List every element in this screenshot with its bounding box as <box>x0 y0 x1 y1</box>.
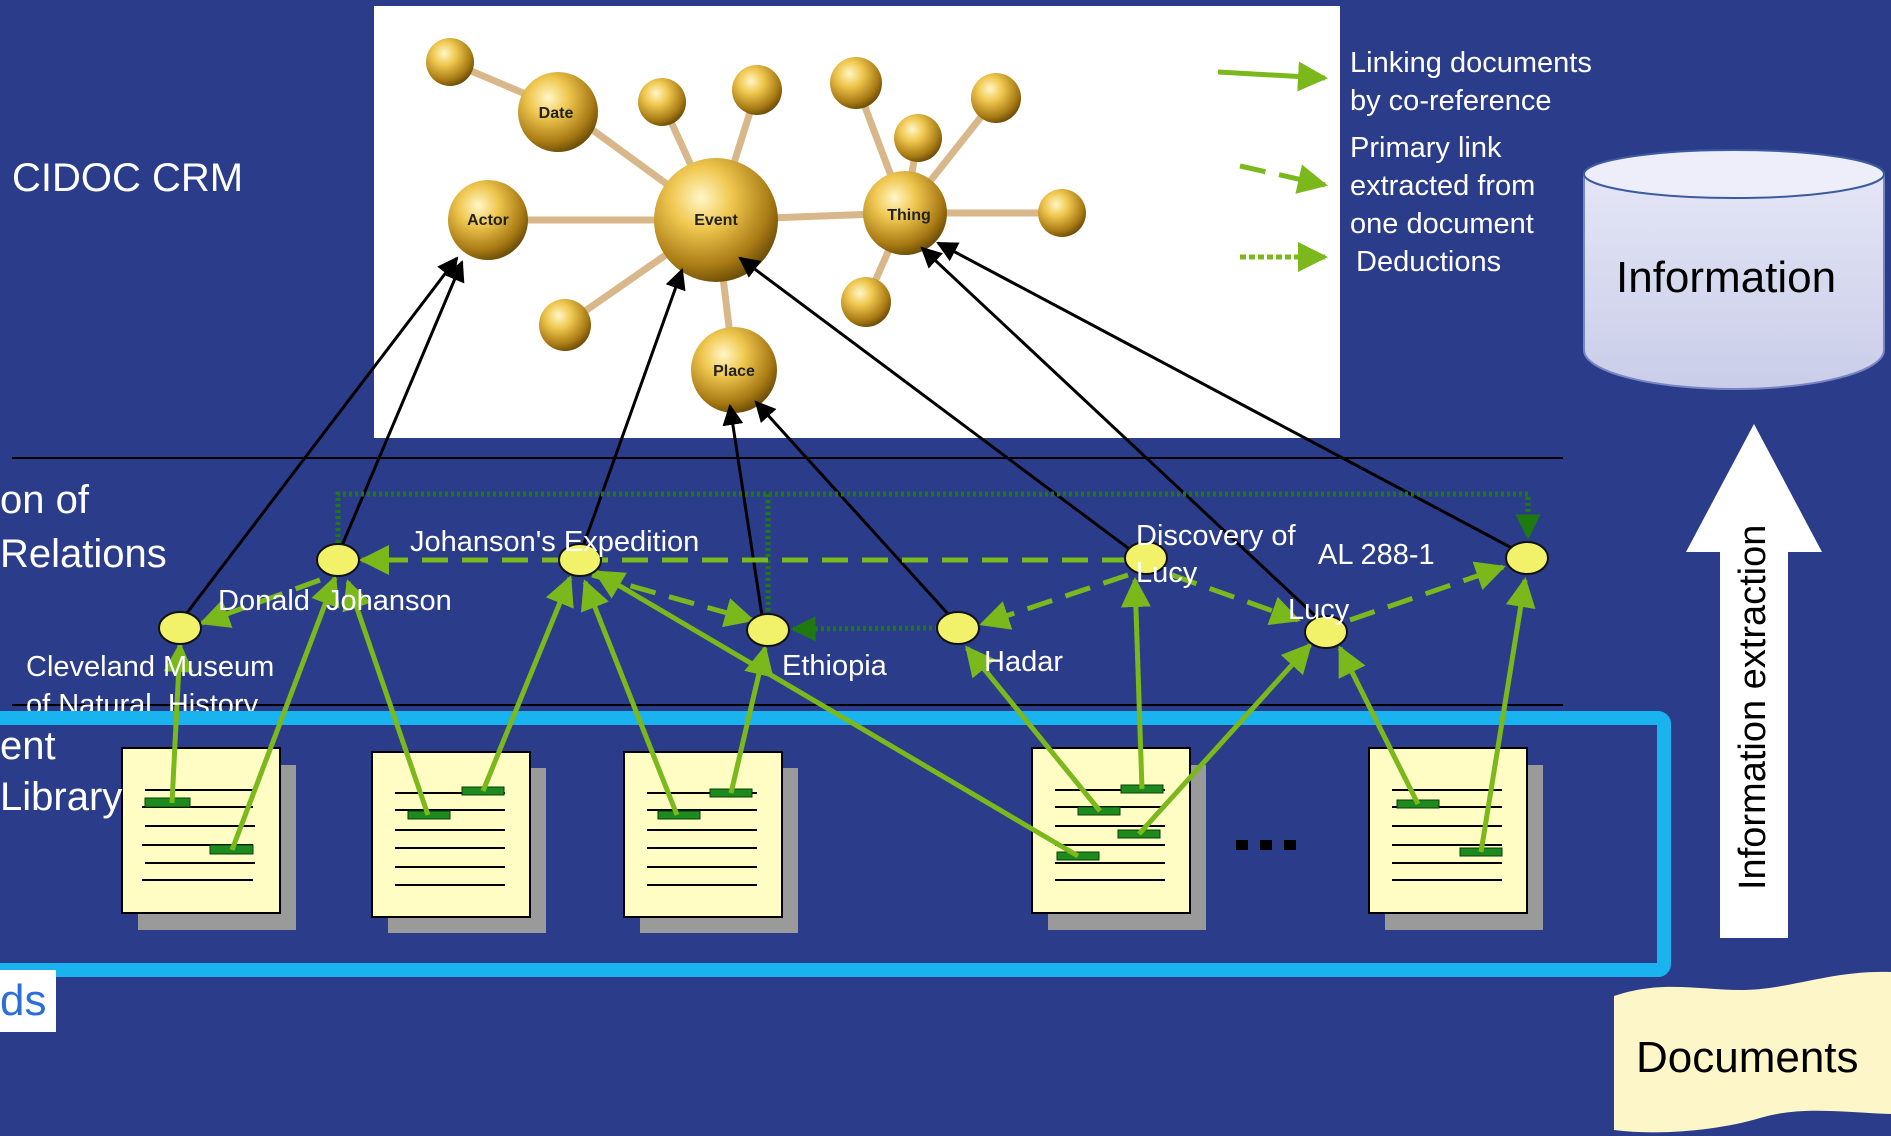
relations-layer-label-line2: Relations <box>0 532 167 576</box>
documents-label: Documents <box>1636 1033 1859 1082</box>
legend-primary-line3: one document <box>1350 208 1534 240</box>
information-extraction-label: Information extraction <box>1732 524 1774 890</box>
entity-nodes <box>158 541 1549 649</box>
crm-node-label-actor: Actor <box>467 212 509 229</box>
crm-node-label-event: Event <box>694 212 738 229</box>
library-layer-label-line1: ent <box>0 724 56 768</box>
bottom-tag: ds <box>0 970 57 1032</box>
document-icon <box>623 751 798 933</box>
crm-leaf-ball <box>830 57 882 109</box>
legend-deductions: Deductions <box>1356 246 1502 278</box>
legend-primary-line2: extracted from <box>1350 170 1536 202</box>
entity-label-johansons-expedition: Johanson's Expedition <box>410 526 700 558</box>
crm-thing-ball <box>863 171 947 255</box>
crm-layer-label: CIDOC CRM <box>12 156 244 200</box>
entity-label-discovery-line2: Lucy <box>1136 557 1198 589</box>
crm-leaf-ball <box>426 38 474 86</box>
node-discovery-of-lucy <box>1124 541 1168 575</box>
entity-label-cleveland-line2: of Natural History <box>26 691 259 711</box>
legend-arrows <box>1217 61 1328 272</box>
crm-leaf-ball <box>638 78 686 126</box>
node-donald-johanson <box>316 543 360 577</box>
entity-label-al-288-1: AL 288-1 <box>1318 539 1435 571</box>
coreference-links <box>163 569 1536 859</box>
crm-leaf-ball <box>971 73 1021 123</box>
node-hadar <box>936 611 980 645</box>
legend-coreference-arrow <box>1217 61 1328 92</box>
crm-leaf-ball <box>894 114 942 162</box>
entity-label-lucy: Lucy <box>1288 594 1350 626</box>
ellipsis-dots <box>1236 840 1296 850</box>
entity-label-hadar: Hadar <box>984 646 1063 678</box>
crm-actor-ball <box>448 180 528 260</box>
document-icon <box>1368 747 1543 930</box>
legend-primary-arrow <box>1239 163 1328 194</box>
document-icons <box>121 747 1543 933</box>
documents-shape <box>1614 971 1891 1133</box>
entity-label-cleveland-line1: Cleveland Museum <box>26 651 275 683</box>
crm-leaf-ball <box>539 299 591 351</box>
legend-coreference-line2: by co-reference <box>1350 85 1552 117</box>
crm-leaf-ball <box>841 277 891 327</box>
entity-label-donald-johanson: Donald Johanson <box>218 585 452 617</box>
primary-links <box>199 545 1506 630</box>
crm-place-ball <box>691 327 777 413</box>
document-icon <box>121 747 296 930</box>
deduction-links <box>335 491 1541 642</box>
relations-layer-label-line1: on of <box>0 478 89 522</box>
node-al-288-1 <box>1505 541 1549 575</box>
entity-label-discovery-line1: Discovery of <box>1136 520 1296 552</box>
node-cleveland-museum <box>158 611 202 645</box>
crm-node-label-thing: Thing <box>887 207 931 224</box>
crm-node-label-date: Date <box>539 105 574 122</box>
document-icon <box>1031 747 1206 930</box>
crm-date-ball <box>518 72 598 152</box>
information-label: Information <box>1616 253 1837 302</box>
legend-coreference-line1: Linking documents <box>1350 47 1592 79</box>
crm-mapping-arrows <box>178 241 1526 627</box>
crm-leaf-ball <box>732 65 782 115</box>
digital-library-frame <box>0 711 1671 977</box>
crm-leaf-ball <box>1038 189 1086 237</box>
entity-label-ethiopia: Ethiopia <box>782 650 887 682</box>
legend-primary-line1: Primary link <box>1350 132 1502 164</box>
crm-event-ball <box>654 158 778 282</box>
node-lucy <box>1304 615 1348 649</box>
crm-balls <box>426 38 1086 413</box>
node-ethiopia <box>746 613 790 647</box>
document-icon <box>371 751 546 933</box>
information-extraction-arrow <box>1686 424 1822 938</box>
library-layer-label-line2: Library <box>0 775 123 819</box>
node-johansons-expedition <box>558 543 602 577</box>
crm-node-label-place: Place <box>713 363 755 380</box>
information-cylinder <box>1583 149 1885 390</box>
